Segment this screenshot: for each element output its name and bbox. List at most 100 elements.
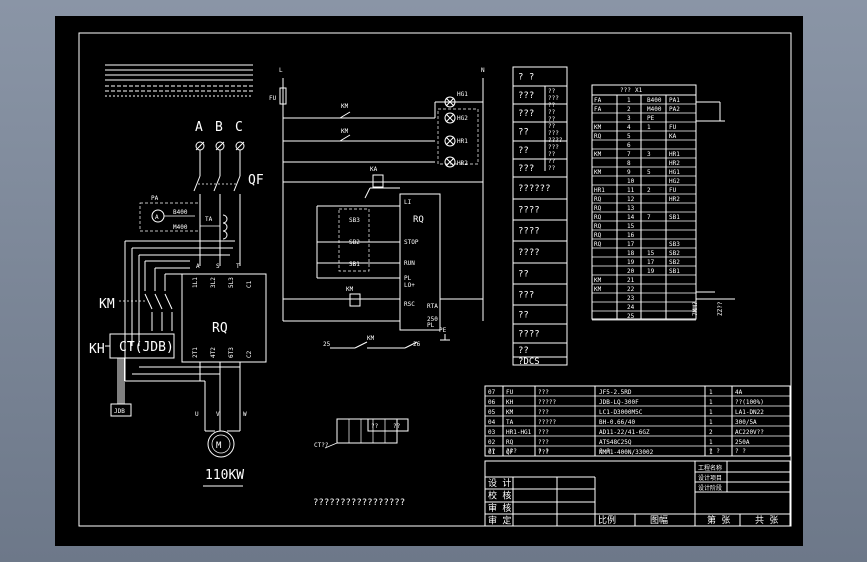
terminal-cell-14-0: RQ [594, 223, 602, 230]
legend-left-9: ???? [518, 248, 540, 258]
bus-lines [105, 64, 253, 97]
phase-b-label: B [215, 120, 223, 135]
legend-left-12: ?? [518, 311, 529, 321]
ctrl-hg2: HG2 [457, 115, 468, 122]
legend-right-6: ??? [548, 130, 559, 137]
svg-text:A: A [196, 263, 200, 270]
svg-text:KM: KM [341, 128, 349, 135]
bom-cell-1-4: 1 [709, 399, 713, 406]
terminal-cell-7-1: 8 [627, 160, 631, 167]
ctrl-fu: FU [269, 95, 277, 102]
bom-header-5: ? ? [735, 448, 746, 455]
terminal-cell-1-1: 2 [627, 106, 631, 113]
term-2t1: 2T1 [192, 347, 199, 358]
terminal-cell-0-3: PA1 [669, 97, 680, 104]
legend-left-8: ???? [518, 227, 540, 237]
ctrl-rq: RQ [413, 215, 424, 225]
terminal-cell-23-1: 24 [627, 304, 635, 311]
title-row-2: 审 核 [488, 502, 511, 514]
title-row-3: 审 定 [488, 515, 511, 527]
terminal-cell-18-3: SB2 [669, 259, 680, 266]
terminal-cell-20-0: KM [594, 277, 602, 284]
terminal-cell-1-0: FA [594, 106, 602, 113]
terminal-cell-19-2: 19 [647, 268, 655, 275]
ctrl-rsc: RSC [404, 301, 415, 308]
kh-label: KH [89, 342, 105, 357]
title-block [484, 460, 791, 527]
bom-cell-6-0: 01 [488, 449, 496, 456]
bom-cell-6-4: 1 [709, 449, 713, 456]
bom-header-2: ? ? [538, 448, 549, 455]
terminal-cell-13-2: 7 [647, 214, 651, 221]
svg-text:T: T [236, 263, 240, 270]
motor-symbol [207, 430, 235, 458]
terminal-cell-16-0: RQ [594, 241, 602, 248]
svg-text:??: ?? [393, 423, 401, 430]
legend-table [512, 66, 568, 366]
terminal-cell-24-1: 25 [627, 313, 635, 320]
rq-starter-box [181, 273, 267, 363]
bottom-note: ????????????????? [313, 498, 405, 508]
title-right-1: 设计项目 [698, 474, 722, 482]
terminal-cell-2-2: PE [647, 115, 655, 122]
terminal-cell-6-2: 3 [647, 151, 651, 158]
bom-cell-3-5: 300/5A [735, 419, 757, 426]
terminal-cell-17-3: SB2 [669, 250, 680, 257]
terminal-cell-3-1: 4 [627, 124, 631, 131]
terminal-cell-17-2: 15 [647, 250, 655, 257]
terminal-cell-4-0: RQ [594, 133, 602, 140]
out-w: W [243, 411, 247, 418]
bom-cell-4-4: 2 [709, 429, 713, 436]
terminal-cell-17-1: 18 [627, 250, 635, 257]
bom-cell-5-1: RQ [506, 439, 514, 446]
svg-text:25: 25 [323, 341, 331, 348]
term-5l3: 5L3 [228, 277, 235, 288]
bom-cell-0-2: ??? [538, 389, 549, 396]
legend-right-3: ?? [548, 109, 556, 116]
terminal-cell-10-0: HR1 [594, 187, 605, 194]
ctrl-ka: KA [370, 166, 378, 173]
legend-left-13: ???? [518, 330, 540, 340]
out-u: U [195, 411, 199, 418]
ctrl-run: RUN [404, 260, 415, 267]
legend-right-10: ?? [548, 158, 556, 165]
legend-right-4: ?? [548, 116, 556, 123]
phase-c-label: C [235, 120, 243, 135]
svg-text:KM: KM [367, 335, 375, 342]
title-bottom-2: 第 张 [707, 514, 730, 526]
rq-control-box [399, 193, 441, 331]
ctrl-sb1: SB1 [349, 261, 360, 268]
title-right-0: 工程名称 [698, 464, 722, 472]
title-row-0: 设 计 [488, 477, 511, 489]
legend-left-4: ?? [518, 146, 529, 156]
bom-cell-1-5: ??(100%) [735, 399, 764, 406]
bom-cell-1-1: KH [506, 399, 514, 406]
km-label: KM [99, 297, 115, 312]
svg-text:250: 250 [427, 316, 438, 323]
terminal-cell-19-1: 20 [627, 268, 635, 275]
ctrl-l: L [279, 67, 283, 74]
bom-cell-2-2: ??? [538, 409, 549, 416]
term-c1: C1 [246, 280, 253, 288]
terminal-cell-2-1: 3 [627, 115, 631, 122]
bom-cell-5-5: 250A [735, 439, 750, 446]
rq-label: RQ [212, 321, 228, 336]
bom-cell-4-2: ??? [538, 429, 549, 436]
terminal-cell-11-3: HR2 [669, 196, 680, 203]
terminal-cell-1-3: PA2 [669, 106, 680, 113]
terminal-cell-12-1: 13 [627, 205, 635, 212]
terminal-cell-11-1: 12 [627, 196, 635, 203]
bom-cell-0-3: JF5-2.5RD [599, 389, 632, 396]
out-v: V [216, 411, 220, 418]
bom-cell-5-0: 02 [488, 439, 496, 446]
bom-cell-0-1: FU [506, 389, 514, 396]
main-circuit: A B C QF TA A PA B400 M400 [89, 120, 267, 487]
terminal-cell-3-3: FU [669, 124, 677, 131]
svg-text:A: A [155, 214, 159, 221]
legend-right-2: ?? [548, 102, 556, 109]
bom-cell-2-0: 05 [488, 409, 496, 416]
phase-a-label: A [195, 120, 203, 135]
term-4t2: 4T2 [210, 347, 217, 358]
ct-connector: ?? ?? CT?? [314, 418, 409, 449]
bom-cell-6-1: QF [506, 449, 514, 456]
